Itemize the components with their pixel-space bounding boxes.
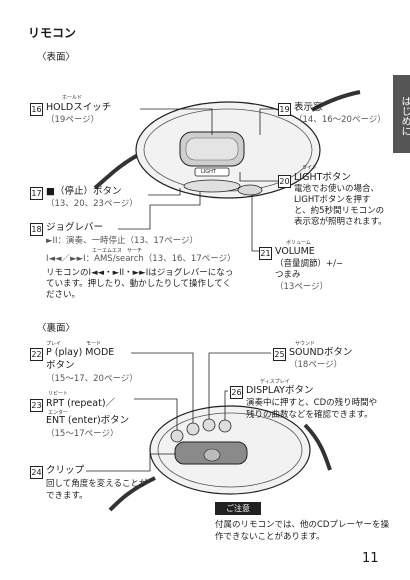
jog-label: ジョグレバー [46, 222, 104, 233]
light-desc-4: 表示窓が照明されます。 [294, 217, 387, 227]
hold-label: HOLDスイッチ [46, 102, 112, 113]
caution-text-2: 作できないことがあります。 [215, 532, 325, 542]
dispbtn-ruby: ディスプレイ [260, 379, 290, 385]
side-tab: はじめに [393, 75, 410, 153]
sound-ruby: サウンド [295, 341, 316, 347]
jog-ruby-2: エーエムエス サーチ [92, 248, 143, 254]
rpt-label: RPT (repeat)／ [46, 398, 116, 409]
stop-page: （13、20、23ページ） [46, 199, 138, 209]
clip-desc-2: できます。 [46, 491, 88, 501]
pmode-ruby: プレイ モード [46, 341, 102, 347]
ent-label: ENT (enter)ボタン [46, 415, 130, 426]
jog-desc-3: ださい。 [46, 290, 81, 300]
pmode-page: （15〜17、20ページ） [46, 374, 138, 384]
front-remote-illustration [93, 90, 361, 252]
hold-page: （19ページ） [46, 115, 100, 125]
callout-25: 25 [273, 348, 286, 361]
device-light-label: LIGHT [201, 169, 216, 175]
callout-24: 24 [30, 466, 43, 479]
back-remote-illustration [86, 352, 332, 512]
rpt-ruby: リピート [48, 391, 69, 397]
caution-text-1: 付属のリモコンでは、他のCDプレーヤーを操 [215, 520, 389, 530]
volume-ruby: ボリューム [286, 240, 311, 246]
callout-26: 26 [230, 386, 243, 399]
jog-line-1: ►II：演奏、一時停止（13、17ページ） [46, 236, 199, 246]
callout-19: 19 [278, 103, 291, 116]
jog-line-2: I◄◄／►►I：AMS/search（13、16、17ページ） [46, 254, 236, 264]
back-heading: 〈裏面〉 [37, 323, 76, 334]
page-number: 11 [362, 551, 379, 566]
jog-desc-2: ています。押したり、動かしたりして操作してく [46, 279, 232, 289]
sound-page: （18ページ） [289, 360, 343, 370]
pmode-label-2: ボタン [46, 360, 75, 371]
stop-label: ■（停止）ボタン [46, 186, 122, 197]
display-page: （14、16〜20ページ） [294, 115, 386, 125]
jog-desc-1: リモコンのI◄◄・►II・►►Iはジョグレバーになっ [46, 268, 234, 278]
callout-21: 21 [259, 247, 272, 260]
light-desc-3: と、約5秒間リモコンの [294, 206, 385, 216]
light-label: LIGHTボタン [294, 172, 351, 183]
sound-label: SOUNDボタン [289, 347, 353, 358]
light-ruby: ライト [302, 165, 318, 171]
section-title: リモコン [28, 26, 77, 40]
display-label: 表示窓 [294, 102, 323, 113]
callout-22: 22 [30, 348, 43, 361]
front-heading: 〈表面〉 [37, 52, 76, 63]
callout-17: 17 [30, 187, 43, 200]
light-desc-2: LIGHTボタンを押す [294, 195, 371, 205]
rpt-page: （15〜17ページ） [46, 429, 119, 439]
callout-20: 20 [278, 175, 291, 188]
light-desc-1: 電池でお使いの場合、 [294, 184, 380, 194]
callout-16: 16 [30, 103, 43, 116]
dispbtn-desc-1: 演奏中に押すと、CDの残り時間や [246, 398, 378, 408]
volume-label: VOLUME [275, 246, 315, 257]
callout-23: 23 [30, 399, 43, 412]
ent-ruby: エンター [48, 410, 69, 416]
dispbtn-label: DISPLAYボタン [246, 385, 314, 396]
volume-sub-1: （音量調節）+/− [275, 259, 344, 269]
clip-desc-1: 回して角度を変えることが [46, 479, 148, 489]
caution-label: ご注意 [215, 502, 261, 515]
pmode-label-1: P (play) MODE [46, 347, 115, 358]
volume-sub-2: つまみ [275, 270, 301, 280]
clip-label: クリップ [46, 465, 85, 476]
hold-ruby: ホールド [62, 95, 83, 101]
callout-18: 18 [30, 223, 43, 236]
volume-page: （13ページ） [275, 282, 329, 292]
dispbtn-desc-2: 残りの曲数などを確認できます。 [246, 410, 373, 420]
